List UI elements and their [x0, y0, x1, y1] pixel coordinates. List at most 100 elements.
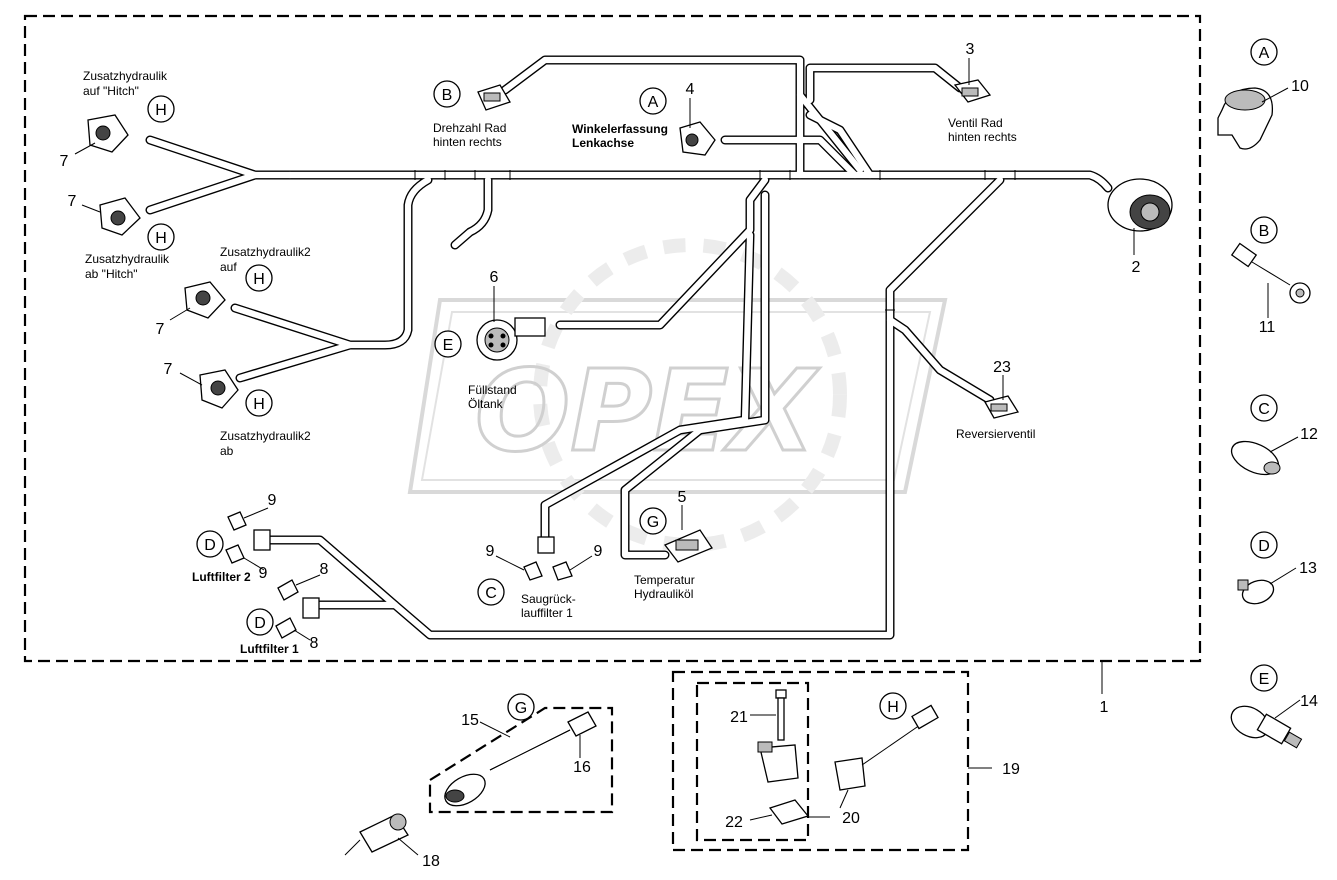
callout-10: 10: [1291, 78, 1309, 95]
label-airfilter-1: Luftfilter 1: [240, 642, 299, 656]
letter-b-harness: B: [442, 87, 453, 104]
label-valve-1: Ventil Rad: [948, 116, 1003, 130]
connector-5-oil-temp: [663, 529, 713, 563]
callout-9d: 9: [594, 543, 603, 560]
label-valve-2: hinten rechts: [948, 130, 1017, 144]
leader-lines: [74, 58, 1301, 856]
connector-7-aux2-up: [184, 281, 226, 319]
connector-7-aux2-down: [199, 369, 239, 409]
letter-a-10: A: [1259, 45, 1270, 62]
connector-23-reversing: [984, 395, 1020, 419]
label-aux2-down-2: ab: [220, 444, 234, 458]
callout-15: 15: [461, 712, 479, 729]
callout-21: 21: [730, 709, 748, 726]
callout-2: 2: [1132, 259, 1141, 276]
callout-3: 3: [966, 41, 975, 58]
callout-13: 13: [1299, 560, 1317, 577]
connector-20: [834, 704, 939, 791]
callout-11: 11: [1259, 319, 1276, 336]
connector-6-fill-level: [476, 317, 546, 361]
letter-a-harness: A: [648, 94, 659, 111]
letter-h-1: H: [155, 102, 167, 119]
label-steering-1: Winkelerfassung: [572, 122, 668, 136]
connector-3: [953, 79, 992, 103]
callout-22: 22: [725, 814, 743, 831]
callout-19: 19: [1002, 761, 1020, 778]
letter-h-3: H: [253, 271, 265, 288]
kit-19-frame: [671, 670, 970, 852]
letter-h-20: H: [887, 699, 899, 716]
label-reversing: Reversierventil: [956, 427, 1035, 441]
label-hitch-up-1: Zusatzhydraulik: [83, 69, 168, 83]
harness-wires: [145, 55, 1113, 640]
letter-c-12: C: [1258, 401, 1270, 418]
connector-block-21-22: [757, 741, 810, 825]
callout-7c: 7: [156, 321, 165, 338]
label-aux2-down-1: Zusatzhydraulik2: [220, 429, 311, 443]
label-oil-temp-1: Temperatur: [634, 573, 695, 587]
sensor-10: [1217, 87, 1274, 150]
text-labels: Zusatzhydraulik auf "Hitch" Zusatzhydrau…: [83, 69, 1035, 656]
callout-20: 20: [842, 810, 860, 827]
callout-18: 18: [422, 853, 440, 870]
label-aux2-up-2: auf: [220, 260, 237, 274]
label-return-filter-1: Saugrück-: [521, 592, 576, 606]
label-hitch-down-2: ab "Hitch": [85, 267, 138, 281]
letter-e-14: E: [1259, 671, 1270, 688]
callout-7b: 7: [68, 193, 77, 210]
callout-8a: 8: [320, 561, 329, 578]
callout-7d: 7: [164, 361, 173, 378]
letter-c-harness: C: [485, 585, 497, 602]
label-fill-2: Öltank: [468, 397, 504, 411]
callout-12: 12: [1300, 426, 1318, 443]
callout-9a: 9: [268, 492, 277, 509]
label-aux2-up-1: Zusatzhydraulik2: [220, 245, 311, 259]
circled-letter-text: A B C D E B A H H H H E D D C G G H: [155, 45, 1270, 717]
connector-4-steering-angle: [679, 121, 716, 156]
letter-g-harness: G: [647, 514, 659, 531]
callout-6: 6: [490, 269, 499, 286]
callout-16: 16: [573, 759, 591, 776]
cable-15: [444, 711, 597, 807]
letter-h-4: H: [253, 396, 265, 413]
sensor-14: [1230, 705, 1303, 749]
sensor-11: [1230, 242, 1311, 304]
connector-2: [1107, 178, 1173, 232]
screw-21: [775, 689, 787, 741]
letter-d-1: D: [204, 537, 216, 554]
connectors-9-8: [225, 511, 573, 639]
label-fill-1: Füllstand: [468, 383, 517, 397]
letter-d-2: D: [254, 615, 266, 632]
callout-8b: 8: [310, 635, 319, 652]
letter-b-11: B: [1259, 223, 1270, 240]
callout-14: 14: [1300, 693, 1318, 710]
sensor-18: [344, 813, 409, 856]
label-return-filter-2: lauffilter 1: [521, 606, 573, 620]
letter-h-2: H: [155, 230, 167, 247]
connector-b-rear-speed: [477, 84, 511, 111]
callout-9c: 9: [486, 543, 495, 560]
label-speed-1: Drehzahl Rad: [433, 121, 506, 135]
part-numbers: 1 2 3 4 5 6 7 7 7 7 8 8 9 9 9 9 10 11 12…: [60, 41, 1318, 870]
connector-7-hitch-up: [87, 114, 129, 153]
label-oil-temp-2: Hydrauliköl: [634, 587, 693, 601]
callout-9b: 9: [259, 565, 268, 582]
main-assembly-frame: [23, 14, 1202, 663]
label-hitch-down-1: Zusatzhydraulik: [85, 252, 170, 266]
circled-letters: [147, 38, 1278, 721]
label-hitch-up-2: auf "Hitch": [83, 84, 139, 98]
letter-g-15: G: [515, 700, 527, 717]
callout-1: 1: [1100, 699, 1109, 716]
label-airfilter-2: Luftfilter 2: [192, 570, 251, 584]
callout-7a: 7: [60, 153, 69, 170]
callout-4: 4: [686, 81, 695, 98]
sensor-13: [1237, 579, 1275, 605]
label-steering-2: Lenkachse: [572, 136, 634, 150]
callout-5: 5: [678, 489, 687, 506]
label-speed-2: hinten rechts: [433, 135, 502, 149]
sensor-12: [1230, 440, 1281, 476]
cable-15-frame: [428, 706, 614, 814]
letter-e-harness: E: [443, 337, 454, 354]
callout-23: 23: [993, 359, 1011, 376]
